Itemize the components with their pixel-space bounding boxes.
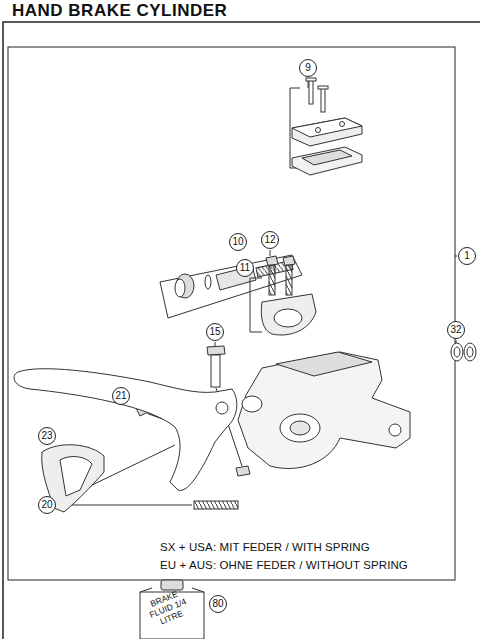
variant-note: SX + USA: MIT FEDER / WITH SPRING (160, 541, 370, 553)
callout-number: 15 (206, 323, 224, 341)
variant-note: EU + AUS: OHNE FEDER / WITHOUT SPRING (160, 559, 408, 571)
callout-number: 80 (209, 595, 227, 613)
callout-number: 10 (229, 233, 247, 251)
callout-number: 1 (458, 247, 476, 265)
callout-number: 20 (38, 496, 56, 514)
callout-number: 21 (112, 387, 130, 405)
callout-number: 9 (299, 59, 317, 77)
callout-number: 12 (261, 231, 279, 249)
callout-number: 11 (236, 259, 254, 277)
callout-number: 32 (447, 321, 465, 339)
diagram-title: HAND BRAKE CYLINDER (12, 1, 227, 21)
callout-number: 23 (38, 427, 56, 445)
